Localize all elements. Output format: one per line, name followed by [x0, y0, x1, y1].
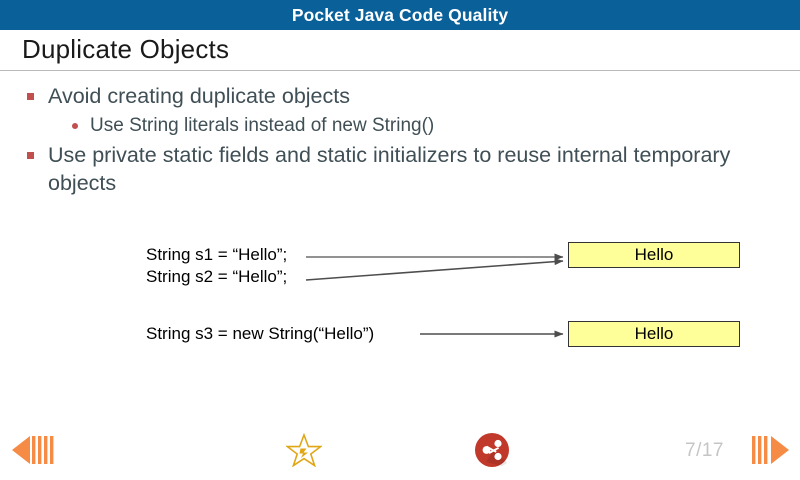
previous-slide-button[interactable]	[10, 432, 54, 468]
bullet-item-2: Use String literals instead of new Strin…	[0, 112, 780, 139]
app-header: Pocket Java Code Quality	[0, 0, 800, 30]
share-icon	[475, 433, 509, 467]
bullet-item-3: Use private static fields and static ini…	[0, 141, 778, 197]
page-indicator: 7/17	[685, 440, 724, 461]
string-object-box-2: Hello	[568, 321, 740, 347]
rewind-left-arrow-icon	[12, 436, 54, 464]
slide-title: Duplicate Objects	[22, 34, 230, 64]
share-button[interactable]	[470, 432, 514, 468]
favorite-button[interactable]	[282, 432, 326, 468]
fastforward-right-arrow-icon	[752, 436, 789, 464]
string-interning-diagram: String s1 = “Hello”; String s2 = “Hello”…	[0, 220, 800, 380]
star-icon	[286, 433, 322, 467]
title-divider	[0, 70, 800, 71]
next-slide-button[interactable]	[752, 432, 792, 468]
code-line-s1: String s1 = “Hello”;	[146, 245, 288, 264]
string-object-box-1: Hello	[568, 242, 740, 268]
bottom-toolbar: 7/17	[0, 420, 800, 480]
diagram-arrows	[305, 253, 564, 338]
bullet-list: Avoid creating duplicate objects Use Str…	[0, 82, 780, 199]
code-line-s3: String s3 = new String(“Hello”)	[146, 324, 375, 343]
code-line-s2: String s2 = “Hello”;	[146, 267, 288, 286]
app-title: Pocket Java Code Quality	[291, 5, 509, 25]
bullet-item-1: Avoid creating duplicate objects	[0, 82, 778, 110]
slide-canvas: Duplicate Objects Avoid creating duplica…	[0, 30, 800, 480]
